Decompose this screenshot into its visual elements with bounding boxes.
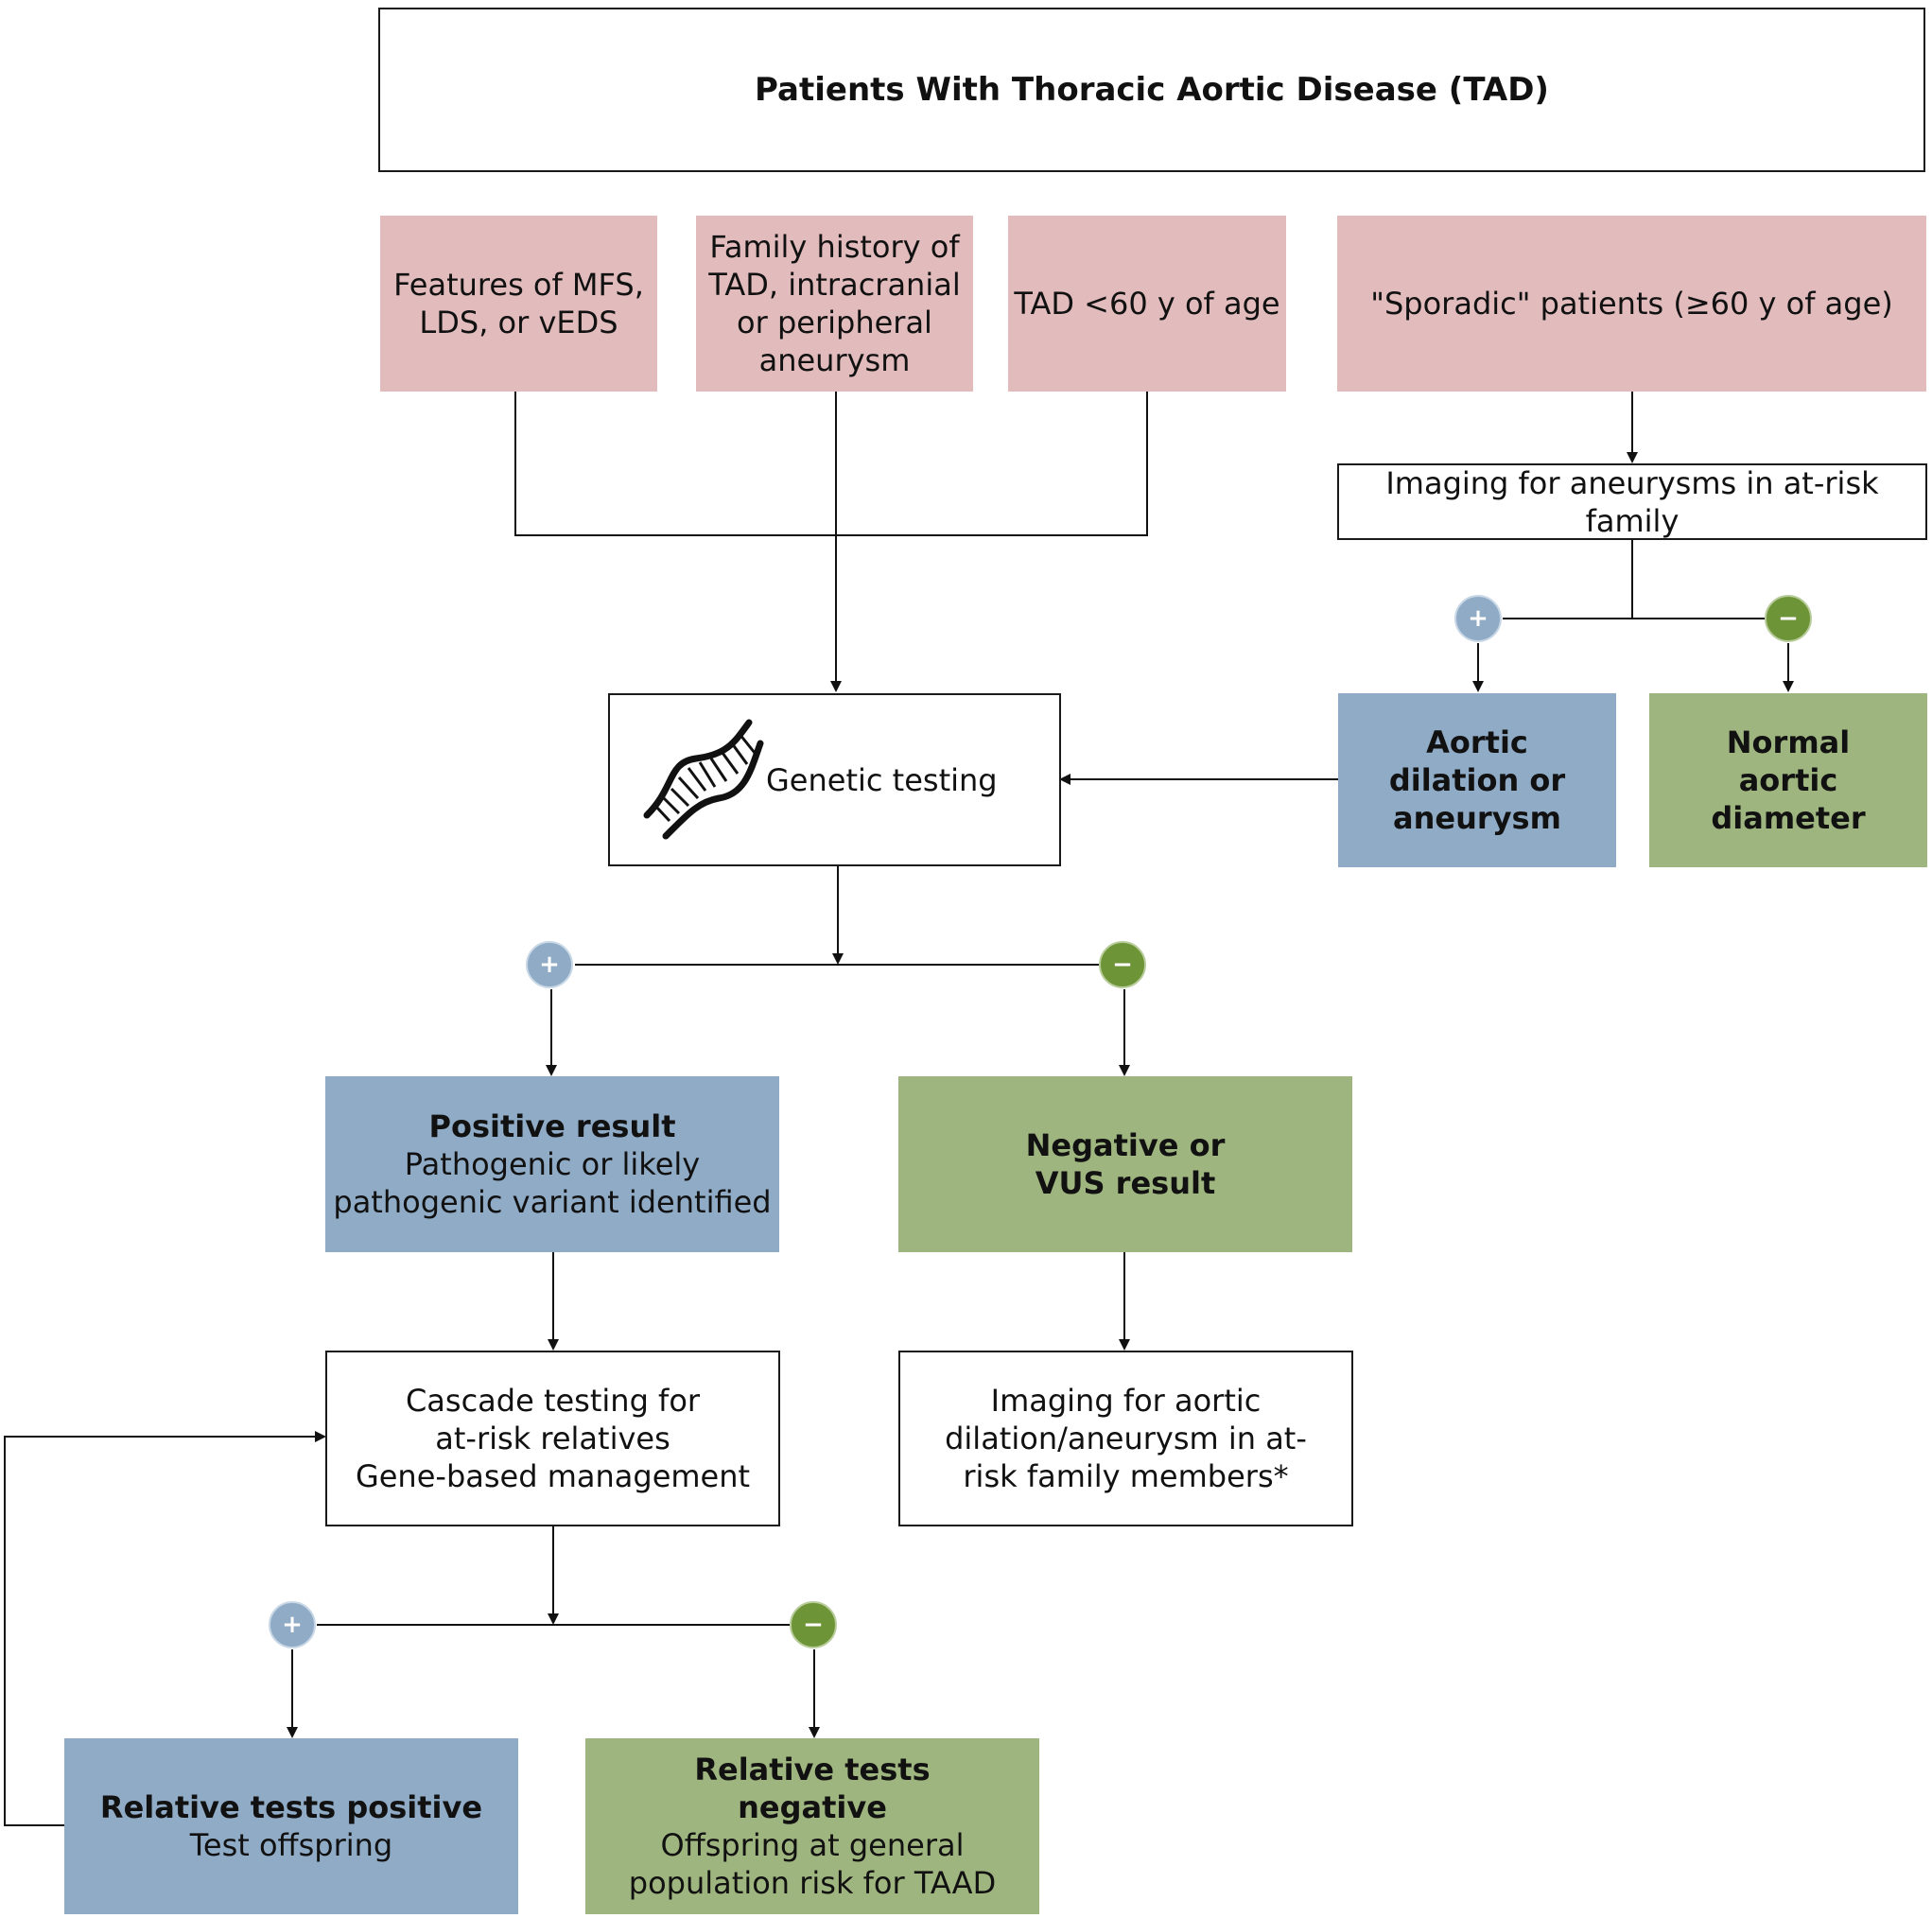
imaging-at-risk-family-box: Imaging for aneurysms in at-risk family bbox=[1337, 463, 1927, 540]
connector-feedback-loop bbox=[4, 1431, 326, 1826]
plus-badge: + bbox=[269, 1601, 316, 1648]
criteria-family-history-box: Family history of TAD, intracranial or p… bbox=[696, 216, 973, 392]
criteria-sporadic-box: "Sporadic" patients (≥60 y of age) bbox=[1337, 216, 1926, 392]
connector-criteria-join bbox=[514, 392, 1148, 536]
cascade-testing-box: Cascade testing for at-risk relatives Ge… bbox=[325, 1351, 780, 1526]
minus-badge: − bbox=[1765, 595, 1812, 642]
imaging-family-members-box: Imaging for aortic dilation/aneurysm in … bbox=[898, 1351, 1353, 1526]
minus-badge: − bbox=[1099, 941, 1146, 988]
relative-tests-positive-box: Relative tests positive Test offspring bbox=[64, 1738, 518, 1914]
dna-icon bbox=[643, 719, 764, 840]
plus-badge: + bbox=[526, 941, 573, 988]
genetic-testing-box: Genetic testing bbox=[608, 693, 1061, 866]
aortic-dilation-box: Aortic dilation or aneurysm bbox=[1338, 693, 1616, 867]
criteria-mfs-box: Features of MFS, LDS, or vEDS bbox=[380, 216, 657, 392]
plus-badge: + bbox=[1454, 595, 1502, 642]
diagram-title: Patients With Thoracic Aortic Disease (T… bbox=[378, 8, 1925, 172]
negative-result-box: Negative or VUS result bbox=[898, 1076, 1352, 1252]
positive-result-box: Positive result Pathogenic or likely pat… bbox=[325, 1076, 779, 1252]
minus-badge: − bbox=[790, 1601, 837, 1648]
criteria-age-under-60-box: TAD <60 y of age bbox=[1008, 216, 1286, 392]
normal-aortic-diameter-box: Normal aortic diameter bbox=[1649, 693, 1927, 867]
relative-tests-negative-box: Relative tests negative Offspring at gen… bbox=[585, 1738, 1039, 1914]
